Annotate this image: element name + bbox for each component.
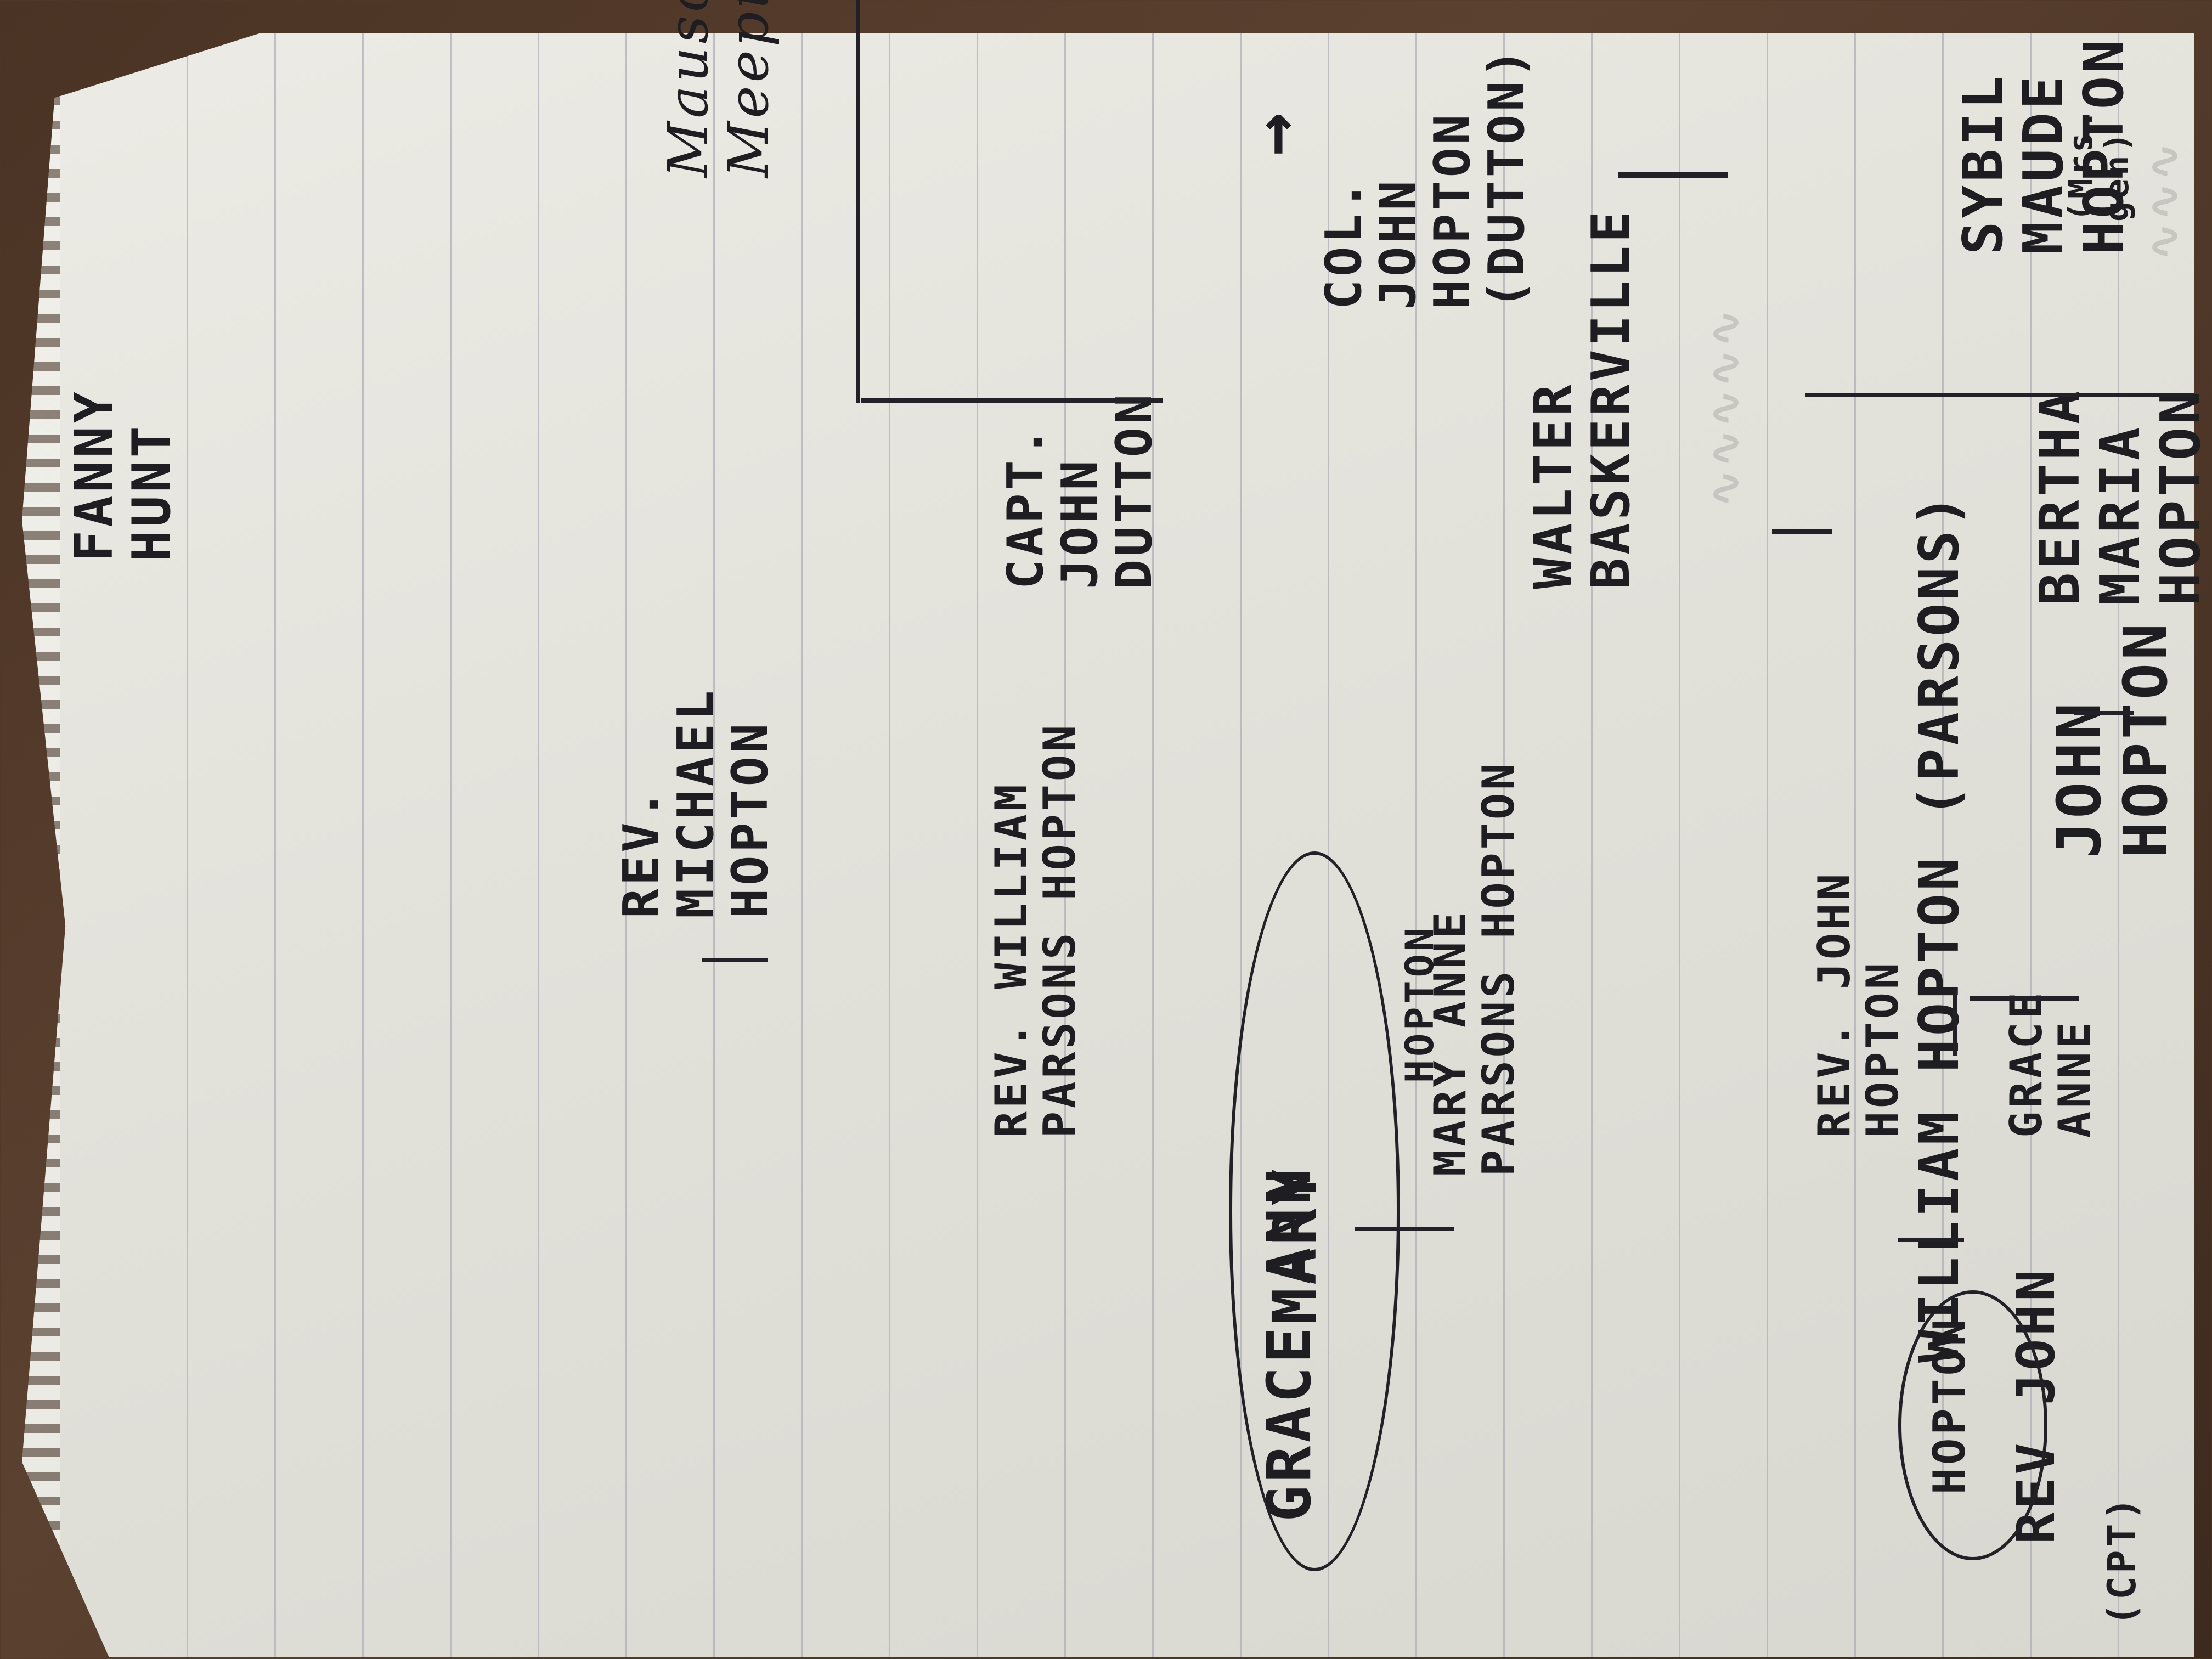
tree-line bbox=[856, 0, 860, 403]
ruled-line bbox=[1152, 33, 1154, 1657]
show-through-marks: ∿∿∿∿∿ bbox=[1699, 306, 1750, 507]
ruled-line bbox=[1854, 33, 1856, 1657]
marriage-line bbox=[1618, 172, 1728, 178]
tree-line bbox=[1805, 393, 2194, 397]
john-hopton-label: JOHN HOPTON bbox=[2044, 620, 2181, 858]
ruled-line bbox=[1503, 33, 1505, 1657]
ruled-line bbox=[1767, 33, 1768, 1657]
tree-line bbox=[1970, 996, 2079, 1001]
mausoleum-arrow: → bbox=[1232, 109, 1315, 156]
ruled-line bbox=[1240, 33, 1242, 1657]
show-through-marks: ∿∿∿ bbox=[2138, 139, 2189, 260]
william-hopton-label: WILLIAM HOPTON (PARSONS) bbox=[1907, 491, 1971, 1363]
grace-anne-label: GRACE ANNE bbox=[2001, 989, 2100, 1138]
tree-line bbox=[2074, 711, 2134, 715]
ruled-line bbox=[713, 33, 715, 1657]
rev-william-label: REV. WILLIAM PARSONS HOPTON bbox=[986, 721, 1085, 1138]
ruled-line bbox=[274, 33, 276, 1657]
mary-anne-label: MARY ANNE PARSONS HOPTON bbox=[1425, 760, 1524, 1176]
rev-michael-label: REV. MICHAEL HOPTON bbox=[613, 687, 779, 918]
ruled-line bbox=[2118, 33, 2119, 1657]
bertha-label: BERTHA MARIA HOPTON bbox=[2028, 387, 2212, 606]
cpt-label: (CPT) bbox=[2100, 1494, 2145, 1626]
ruled-line bbox=[1328, 33, 1329, 1657]
tree-line bbox=[1355, 1227, 1454, 1231]
marriage-line bbox=[1772, 529, 1832, 534]
ruled-line bbox=[362, 33, 364, 1657]
ruled-line bbox=[801, 33, 803, 1657]
tree-line bbox=[702, 958, 768, 962]
ruled-line bbox=[977, 33, 978, 1657]
sybil-label: SYBIL MAUDE HOPTON bbox=[1951, 36, 2136, 255]
mausoleum-label: Mausoleum Meepthill bbox=[656, 0, 781, 178]
walter-label: WALTER BASKERVILLE bbox=[1523, 207, 1641, 589]
tree-line bbox=[861, 398, 1163, 403]
ruled-line bbox=[1591, 33, 1593, 1657]
mary-label: MARY bbox=[1260, 1166, 1330, 1324]
ruled-line bbox=[1679, 33, 1680, 1657]
ruled-line bbox=[625, 33, 627, 1657]
notepaper-sheet bbox=[22, 33, 2194, 1657]
ruled-line bbox=[187, 33, 188, 1657]
ruled-line bbox=[889, 33, 890, 1657]
ruled-line bbox=[1415, 33, 1417, 1657]
tree-line bbox=[1898, 1238, 1964, 1242]
ruled-line bbox=[538, 33, 539, 1657]
ruled-line bbox=[1942, 33, 1944, 1657]
marriage-line bbox=[1953, 990, 1957, 1056]
ruled-line bbox=[1064, 33, 1066, 1657]
col-john-label: COL. JOHN HOPTON (DUTTON) bbox=[1315, 45, 1536, 309]
fanny-hunt-label: FANNY HUNT bbox=[64, 388, 182, 562]
ruled-line bbox=[2030, 33, 2032, 1657]
rev-john-hopton-label: REV. JOHN HOPTON bbox=[1809, 870, 1908, 1138]
capt-john-label: CAPT. JOHN DUTTON bbox=[997, 391, 1163, 589]
ruled-line bbox=[450, 33, 452, 1657]
